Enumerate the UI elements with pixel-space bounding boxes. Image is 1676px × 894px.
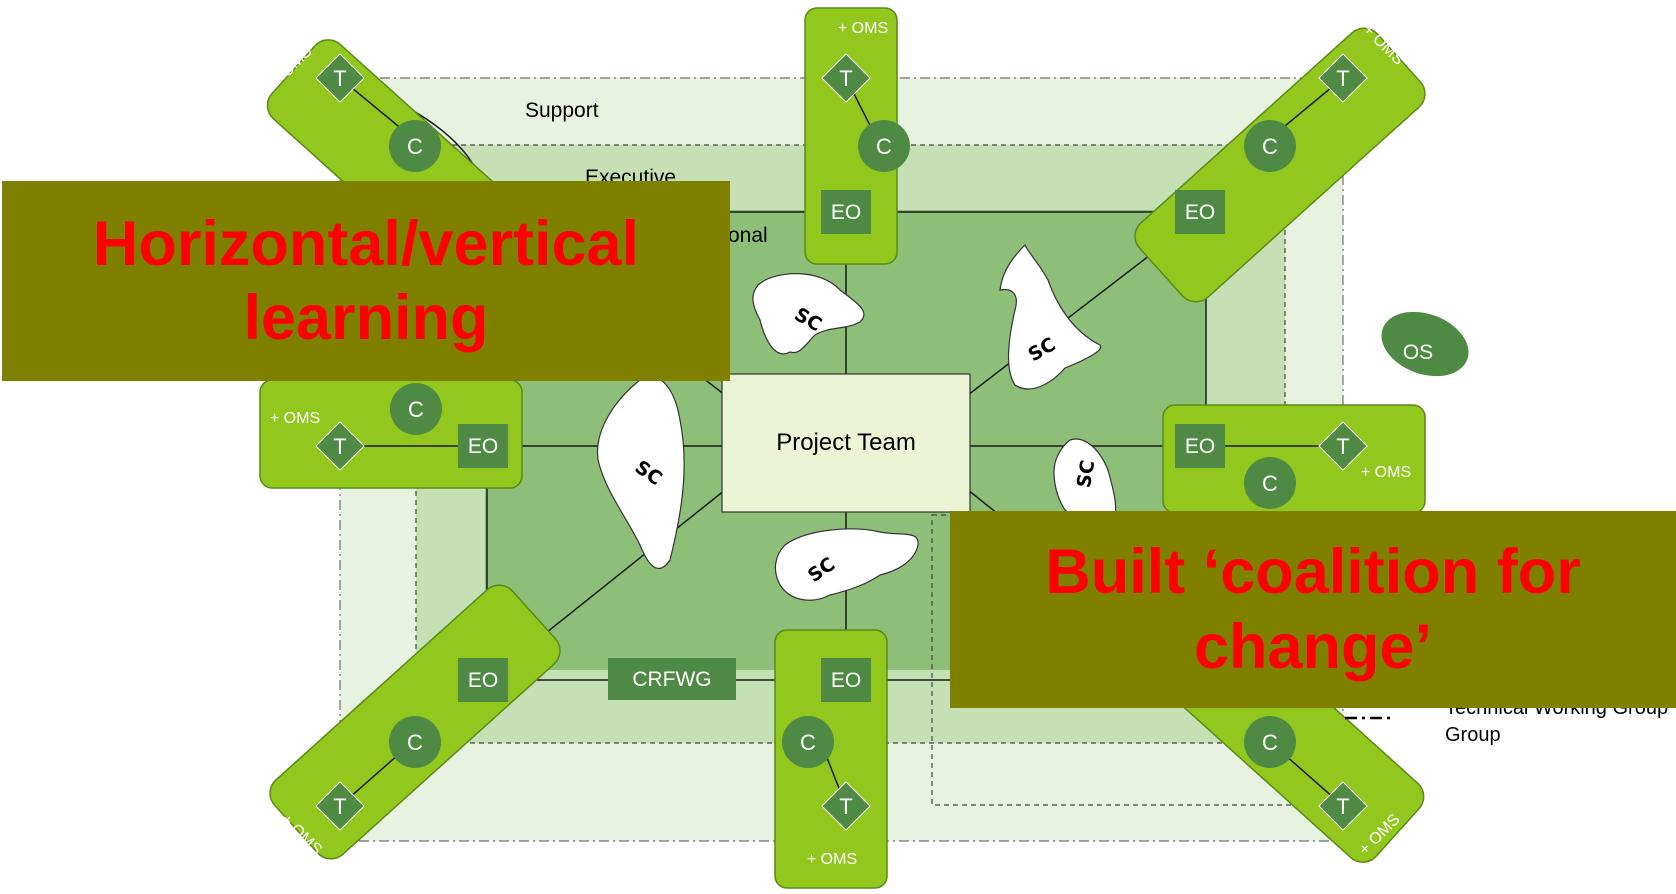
- c-label: C: [1262, 134, 1278, 159]
- t-node-top-left: [315, 53, 365, 103]
- support-label: Support: [525, 99, 599, 122]
- t-label: T: [1336, 794, 1349, 819]
- os-node: [1381, 311, 1469, 377]
- t-label: T: [839, 66, 852, 91]
- sc-label: SC: [1073, 458, 1099, 489]
- c-node-bottom-center: [782, 716, 834, 768]
- c-node-top-left: [389, 120, 441, 172]
- sc-blob-left: [596, 376, 685, 570]
- c-node-left: [390, 383, 442, 435]
- eo-label: EO: [468, 435, 498, 458]
- c-node-top-center: [858, 120, 910, 172]
- c-node-bottom-left: [389, 716, 441, 768]
- t-node-top-center: [821, 53, 871, 103]
- t-label: T: [333, 794, 346, 819]
- t-node-bottom-right: [1318, 781, 1368, 831]
- c-label: C: [407, 730, 423, 755]
- t-label: T: [1336, 66, 1349, 91]
- legend-group-line: Group: [1445, 724, 1501, 746]
- t-nodes: [315, 53, 1368, 831]
- t-node-bottom-center: [821, 781, 871, 831]
- eo-label: EO: [1185, 201, 1215, 224]
- banner-right-text: Built ‘coalition for change’: [1045, 537, 1581, 682]
- c-node-top-right: [1244, 120, 1296, 172]
- operational-label: onal: [728, 224, 768, 247]
- c-label: C: [800, 730, 816, 755]
- project-team-label: Project Team: [776, 429, 916, 456]
- horizontal-vertical-learning-banner: Horizontal/vertical learning: [2, 181, 730, 381]
- eo-node-left: [458, 424, 508, 468]
- oms-label: + OMS: [1361, 464, 1411, 481]
- sc-blobs: [596, 243, 1117, 601]
- crfwg-label: CRFWG: [632, 668, 711, 691]
- eo-label: EO: [831, 669, 861, 692]
- sc-blob-top: [752, 273, 865, 355]
- c-label: C: [876, 134, 892, 159]
- t-node-bottom-left: [315, 781, 365, 831]
- oms-label: + OMS: [838, 20, 888, 37]
- os-label: OS: [1403, 341, 1433, 364]
- project-team-box: [721, 373, 971, 513]
- c-label: C: [407, 134, 423, 159]
- oms-label: + OMS: [807, 851, 857, 868]
- t-node-left: [315, 421, 365, 471]
- t-label: T: [333, 66, 346, 91]
- sc-blob-top-right: [999, 243, 1102, 390]
- c-label: C: [1262, 730, 1278, 755]
- t-label: T: [839, 794, 852, 819]
- sc-blob-bottom: [774, 528, 919, 601]
- oms-label: + OMS: [270, 410, 320, 427]
- c-node-right: [1244, 457, 1296, 509]
- eo-node-top-center: [821, 190, 871, 234]
- eo-node-right: [1175, 424, 1225, 468]
- t-node-top-right: [1318, 53, 1368, 103]
- eo-node-bottom-left: [458, 658, 508, 702]
- coalition-for-change-banner: Built ‘coalition for change’: [950, 511, 1676, 708]
- c-nodes: [389, 120, 1296, 768]
- eo-label: EO: [831, 201, 861, 224]
- c-node-bottom-right: [1244, 716, 1296, 768]
- eo-node-bottom-center: [821, 658, 871, 702]
- eo-label: EO: [1185, 435, 1215, 458]
- t-node-right: [1318, 421, 1368, 471]
- banner-left-text: Horizontal/vertical learning: [92, 208, 640, 353]
- t-label: T: [333, 434, 346, 459]
- crfwg-box: [608, 658, 736, 700]
- eo-node-top-right: [1175, 190, 1225, 234]
- c-label: C: [1262, 471, 1278, 496]
- c-label: C: [408, 397, 424, 422]
- t-label: T: [1336, 434, 1349, 459]
- eo-label: EO: [468, 669, 498, 692]
